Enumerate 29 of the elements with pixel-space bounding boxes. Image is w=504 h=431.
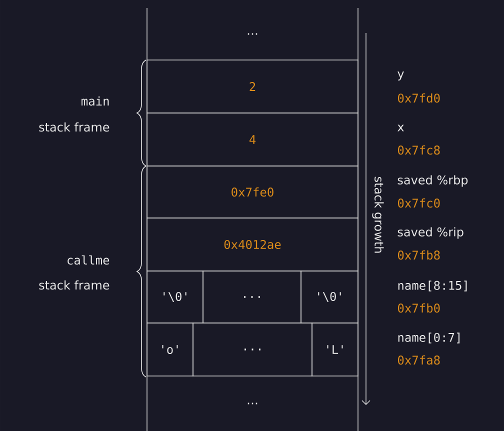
variable-name: x — [398, 124, 404, 132]
address: 0x7fa8 — [398, 355, 440, 365]
address: 0x7fc8 — [398, 145, 440, 155]
address: 0x7fd0 — [398, 93, 440, 103]
stack-cell: 'L' — [312, 322, 358, 376]
stack-cell: 0x7fe0 — [146, 166, 358, 218]
variable-name: y — [398, 71, 404, 81]
variable-name: saved %rbp — [398, 175, 468, 187]
address: 0x7fb8 — [398, 250, 440, 260]
stack-cell: 0x4012ae — [146, 218, 358, 272]
frame-label: callme — [68, 255, 110, 265]
address: 0x7fb0 — [398, 303, 440, 313]
address: 0x7fc0 — [398, 198, 440, 208]
ellipsis-cell: … — [248, 402, 258, 404]
variable-name: saved %rip — [398, 227, 464, 239]
stack-cell: '\0' — [300, 270, 358, 324]
stack-cell: 4 — [146, 112, 358, 166]
stack-cell: '\0' — [146, 270, 204, 324]
frame-label: stack frame — [39, 122, 110, 132]
stack-cell: ... — [192, 322, 312, 376]
frame-label: stack frame — [39, 280, 110, 290]
stack-cell: 'o' — [146, 322, 194, 376]
ellipsis-cell: … — [248, 33, 258, 35]
stack-cell: 2 — [146, 60, 358, 114]
axis-label: stack growth — [372, 176, 384, 253]
variable-name: name[0:7] — [398, 332, 460, 344]
frame-label: main — [82, 96, 109, 106]
stack-cell: ... — [202, 270, 302, 324]
variable-name: name[8:15] — [398, 280, 467, 292]
